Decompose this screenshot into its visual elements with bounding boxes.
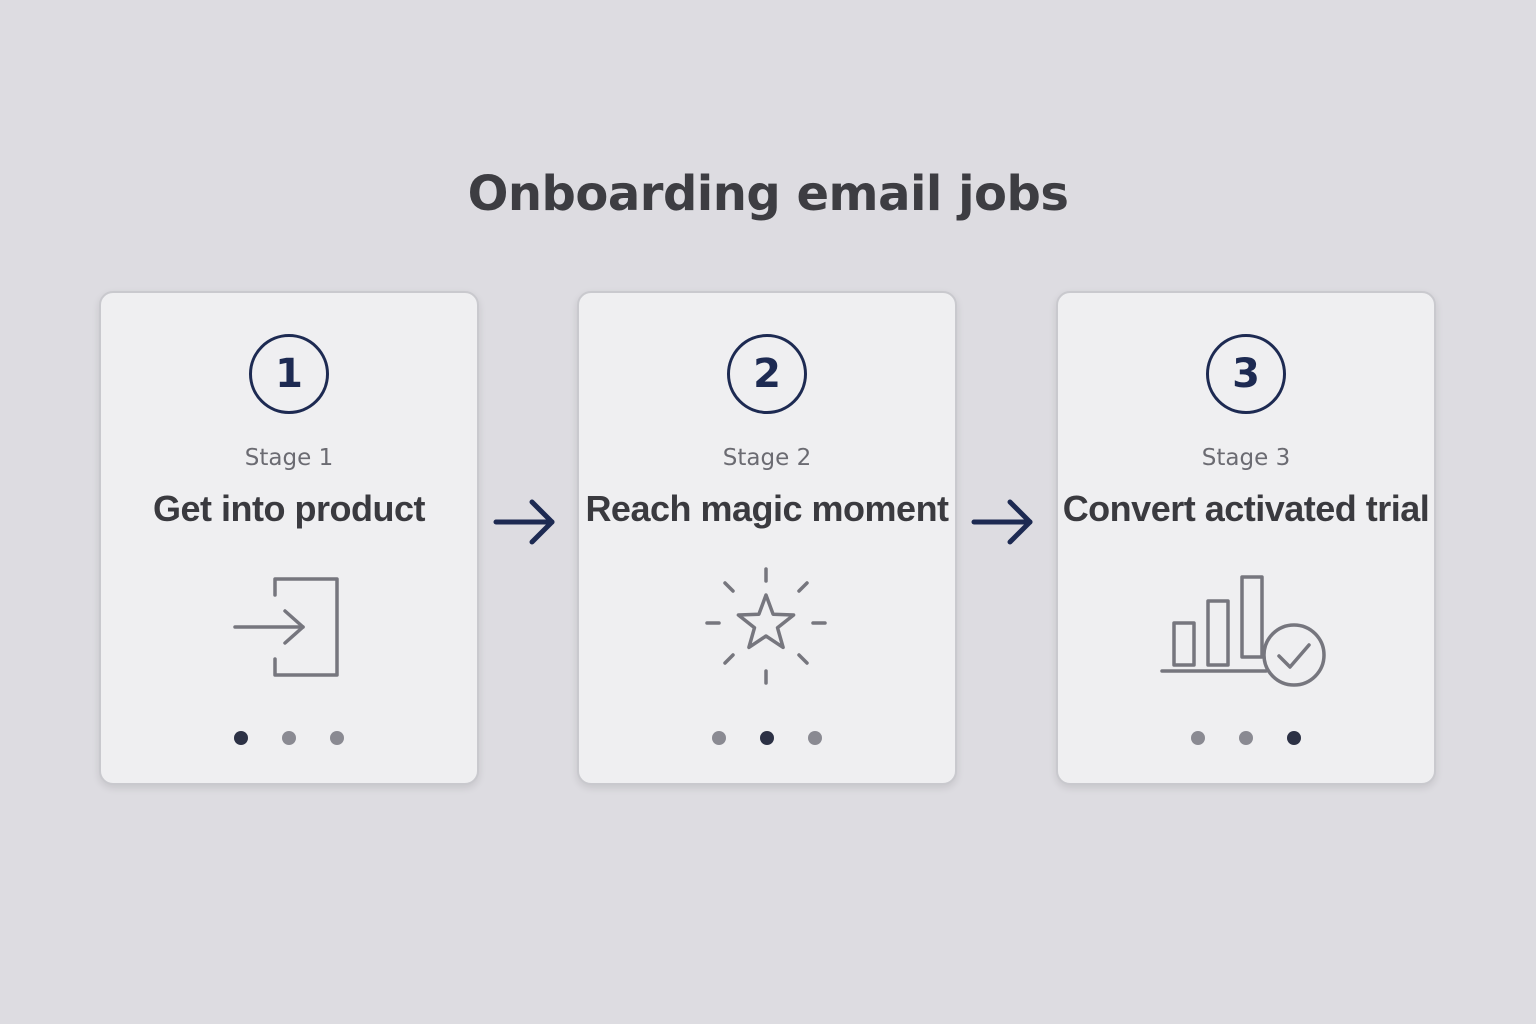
arrow-right-icon bbox=[493, 499, 555, 545]
progress-dot bbox=[1239, 731, 1253, 745]
progress-dots bbox=[1191, 731, 1301, 745]
stage-card-2: 2 Stage 2 Reach magic moment bbox=[577, 291, 957, 785]
progress-dot bbox=[808, 731, 822, 745]
stage-card-3: 3 Stage 3 Convert activated trial bbox=[1056, 291, 1436, 785]
progress-dot bbox=[234, 731, 248, 745]
progress-dot bbox=[760, 731, 774, 745]
stage-title: Convert activated trial bbox=[1062, 488, 1430, 529]
progress-dots bbox=[234, 731, 344, 745]
progress-dot bbox=[282, 731, 296, 745]
arrow-right-icon bbox=[971, 499, 1033, 545]
progress-dot bbox=[1287, 731, 1301, 745]
stage-title: Get into product bbox=[153, 488, 425, 529]
stage-label: Stage 2 bbox=[722, 445, 812, 471]
stage-number-badge: 1 bbox=[249, 334, 329, 414]
progress-dot bbox=[712, 731, 726, 745]
bar-chart-check-icon bbox=[1160, 575, 1326, 687]
progress-dot bbox=[1191, 731, 1205, 745]
sparkle-star-icon bbox=[705, 567, 827, 685]
stage-card-1: 1 Stage 1 Get into product bbox=[99, 291, 479, 785]
page-title: Onboarding email jobs bbox=[467, 166, 1069, 222]
stage-label: Stage 3 bbox=[1201, 445, 1291, 471]
stage-title: Reach magic moment bbox=[585, 488, 949, 529]
enter-icon bbox=[233, 577, 339, 677]
progress-dots bbox=[712, 731, 822, 745]
progress-dot bbox=[330, 731, 344, 745]
stage-number-badge: 2 bbox=[727, 334, 807, 414]
stage-number-badge: 3 bbox=[1206, 334, 1286, 414]
stage-label: Stage 1 bbox=[244, 445, 334, 471]
